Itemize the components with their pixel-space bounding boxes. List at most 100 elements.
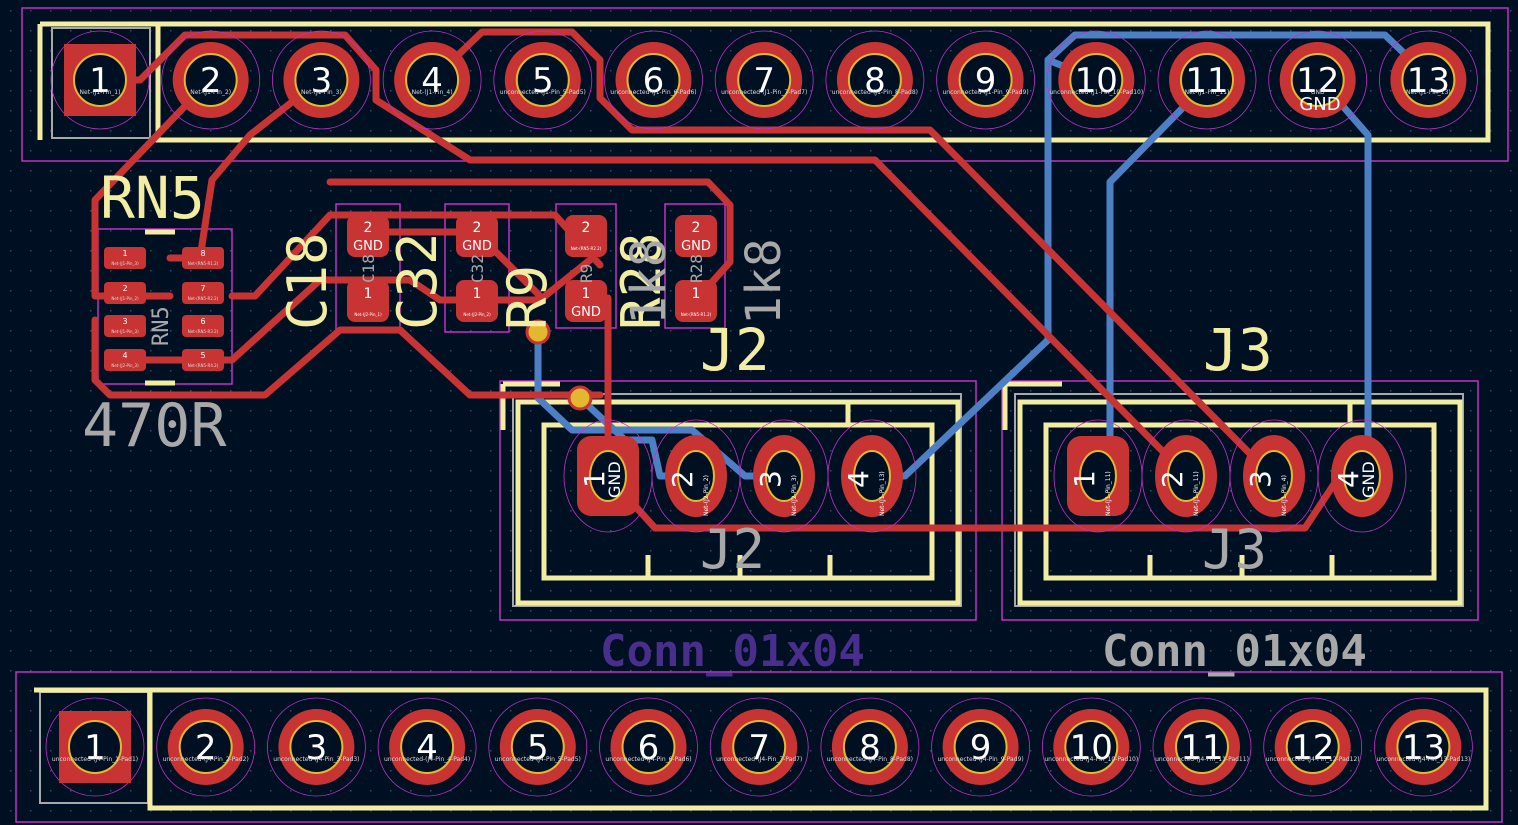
j1-pad-7-clearance [714, 30, 814, 130]
j1-pad-3-drill [294, 53, 349, 107]
j3-pad-3-number: 3 [1244, 470, 1277, 488]
c18-pad-2-number: 2 [364, 220, 373, 236]
j3-pad-4-number: 4 [1332, 470, 1365, 488]
j4-pad-9-drill [953, 720, 1008, 774]
j1-pad-12-number: 12 [1296, 61, 1339, 101]
rn5-value: 470R [82, 391, 227, 461]
j2-pad-2-drill [677, 450, 715, 502]
b-trace-via-j2-3 [534, 328, 774, 480]
rn5-pad-1-copper [104, 247, 146, 269]
j1-pad-4-drill [405, 53, 460, 107]
j4-pad-6-net: unconnected-(J4-Pin_6-Pad6) [605, 756, 691, 763]
courtyard-bottom-header [15, 671, 1503, 823]
j1-pad-13-drill [1401, 53, 1456, 107]
j2-pad-3-drill [765, 450, 803, 502]
j4-pad-4-net: unconnected-(J4-Pin_4-Pad4) [384, 756, 470, 763]
r28-pad-1 [675, 280, 717, 322]
courtyard-layer [15, 7, 1509, 823]
j1-pad-1-net: Net-(J1-Pin_1) [80, 89, 121, 96]
j1-pad-3-net: Net-(J1-Pin_3) [301, 89, 342, 96]
j4-pad-11-clearance [1152, 697, 1252, 797]
j1-pad-3-number: 3 [311, 61, 333, 101]
j1-pad-9-number: 9 [975, 61, 997, 101]
j1-pad-12-net: GND [1311, 89, 1325, 96]
j4-pad-10-net: unconnected-(J4-Pin_10-Pad10) [1044, 756, 1138, 763]
rn5-pad-4-net: Net-(J2-Pin_3) [111, 363, 139, 368]
j4-pad-10-clearance [1041, 697, 1141, 797]
j4-pad-12-number: 12 [1291, 728, 1334, 768]
rn5-resistor-network: 1Net-(J1-Pin_3)8Net-(RN5-R1.2)2Net-(J1-P… [104, 247, 224, 371]
rn5-pad-7-copper [182, 282, 224, 304]
j1-pad-5-net: unconnected-(J1-Pin_5-Pad5) [500, 89, 586, 96]
courtyard-r9 [555, 203, 617, 329]
header-top-j1: 1Net-(J1-Pin_1)2Net-(J1-Pin_2)3Net-(J1-P… [50, 30, 1478, 130]
j1-pad-4-clearance [382, 30, 482, 130]
r28-fab-reference: R28 [687, 254, 706, 283]
j3-pad-2-drill [1167, 450, 1205, 502]
j4-pad-12-drill [1285, 720, 1340, 774]
c18-pad-1-net: Net-(J2-Pin_1) [354, 312, 382, 317]
c32-pad-1 [456, 280, 498, 322]
c32-pad-1-net: Net-(J2-Pin_2) [463, 312, 491, 317]
rn5-pad-2-number: 2 [122, 284, 127, 293]
rn5-fab-reference: RN5 [149, 306, 174, 346]
j4-pad-3-number: 3 [306, 728, 328, 768]
j4-pad-5-clearance [488, 697, 588, 797]
rn5-reference: RN5 [100, 164, 205, 232]
j2-pad-4-number: 4 [842, 470, 875, 488]
c18-silk-reference: C18 [276, 232, 339, 330]
j1-pad-9-clearance [936, 30, 1035, 130]
j1-pad-1-clearance [50, 30, 150, 130]
j2-reference: J2 [700, 316, 770, 384]
j2-pad-3-net: Net-(J2-Pin_3) [791, 475, 798, 516]
j2-value: Conn_01x04 [600, 626, 865, 677]
rn5-pad-6-number: 6 [200, 317, 205, 326]
rn5-pad-2-net: Net-(J1-Pin_2) [111, 296, 139, 301]
j4-pad-11-number: 11 [1180, 728, 1223, 768]
j3-fab-reference: J3 [1202, 518, 1267, 581]
j4-pad-8-number: 8 [859, 728, 881, 768]
j1-pad-2-clearance [161, 30, 261, 130]
rn5-pad-6-net: Net-(RN5-R3.2) [188, 329, 219, 334]
silk-j3-pin1-marker [1002, 381, 1062, 430]
j4-pad-8-net: unconnected-(J4-Pin_8-Pad8) [827, 756, 913, 763]
j1-pad-1-drill [73, 53, 127, 107]
j1-pad-8-clearance [825, 30, 925, 130]
j4-pad-10-number: 10 [1070, 728, 1113, 768]
j4-pad-13-net: unconnected-(J4-Pin_13-Pad13) [1376, 756, 1470, 763]
j4-pad-13-clearance [1374, 697, 1473, 797]
j1-pad-5-number: 5 [532, 61, 554, 101]
j1-pad-12-gnd-label: GND [1299, 94, 1340, 115]
j4-pad-3-clearance [266, 697, 366, 797]
rn5-pad-8-net: Net-(RN5-R1.2) [188, 261, 219, 266]
f-trace-rn5-loop-outer [91, 316, 604, 399]
c18-pad-1 [347, 280, 389, 322]
silk-j3-outline [1017, 399, 1463, 606]
j4-pad-1-drill [68, 720, 122, 774]
rn5-pad-7-net: Net-(RN5-R2.2) [188, 296, 219, 301]
j1-pad-1-number: 1 [89, 61, 111, 101]
j1-pad-6-number: 6 [643, 61, 665, 101]
r28-pad-2-net: GND [681, 239, 711, 254]
j1-pad-13-number: 13 [1407, 61, 1450, 101]
